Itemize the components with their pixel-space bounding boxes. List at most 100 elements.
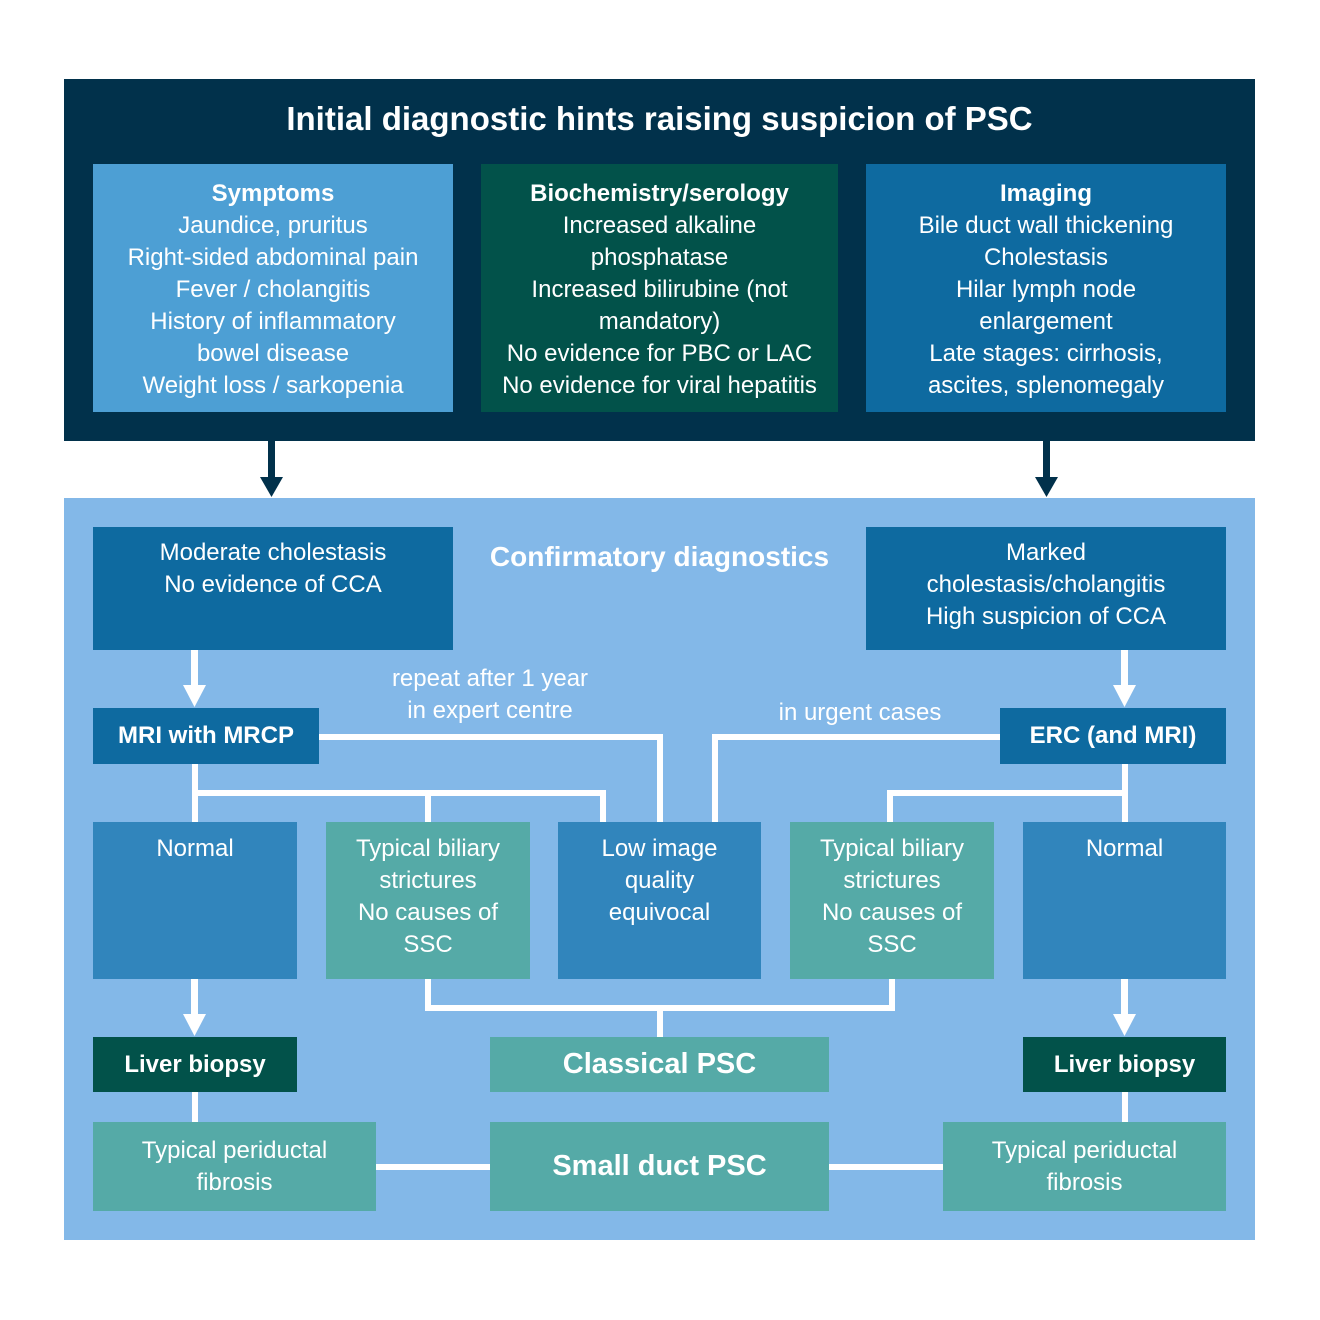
result-line: equivocal — [608, 899, 711, 926]
fibrosis-line: fibrosis — [1046, 1168, 1123, 1196]
arrow-head-mri — [183, 685, 206, 707]
arrow-head-erc — [1113, 685, 1136, 707]
symptom-item: Weight loss / sarkopenia — [142, 372, 404, 399]
connector-normal-left-biopsy — [191, 979, 198, 1015]
result-line: SSC — [403, 931, 453, 958]
repeat-label-line: repeat after 1 year — [391, 665, 589, 692]
result-line: Normal — [156, 835, 234, 862]
connector-erc-branch-h — [887, 790, 1128, 796]
imaging-item: enlargement — [979, 308, 1113, 335]
biochemistry-item: No evidence for viral hepatitis — [502, 372, 817, 399]
imaging-item: Bile duct wall thickening — [918, 212, 1174, 239]
result-line: No causes of — [357, 899, 499, 926]
biochemistry-item: Increased bilirubine (not — [531, 276, 788, 303]
urgent-label: in urgent cases — [778, 699, 942, 726]
result-line: Typical biliary — [355, 835, 501, 862]
erc-typical-strictures-result: Typical biliary strictures No causes of … — [790, 822, 994, 979]
connector-biopsy-fibrosis-right — [1122, 1092, 1128, 1122]
mri-normal-result: Normal — [93, 822, 297, 979]
classical-psc-label: Classical PSC — [562, 1048, 757, 1080]
connector-mri-branch-h — [192, 790, 606, 796]
imaging-item: ascites, splenomegaly — [927, 372, 1165, 399]
erc-mri-box: ERC (and MRI) — [1000, 708, 1226, 764]
result-line: Low image — [601, 835, 718, 862]
moderate-cholestasis-box: Moderate cholestasis No evidence of CCA — [93, 527, 453, 650]
result-line: strictures — [379, 867, 477, 894]
repeat-label: repeat after 1 year in expert centre — [330, 663, 650, 727]
mri-typical-strictures-result: Typical biliary strictures No causes of … — [326, 822, 530, 979]
connector-moderate-mri — [191, 650, 198, 686]
repeat-label-line: in expert centre — [407, 697, 573, 724]
fibrosis-line: Typical periductal — [991, 1136, 1178, 1164]
arrow-shaft — [268, 441, 275, 479]
imaging-item: Hilar lymph node — [955, 276, 1137, 303]
result-line: strictures — [843, 867, 941, 894]
small-duct-psc-label: Small duct PSC — [552, 1150, 767, 1182]
biochemistry-item: phosphatase — [590, 244, 729, 271]
periductal-fibrosis-right: Typical periductal fibrosis — [943, 1122, 1226, 1211]
imaging-card: Imaging Bile duct wall thickening Choles… — [866, 164, 1226, 412]
connector-classical-v — [657, 1005, 663, 1037]
erc-normal-result: Normal — [1023, 822, 1226, 979]
symptom-item: bowel disease — [196, 340, 350, 367]
initial-hints-title: Initial diagnostic hints raising suspici… — [286, 100, 1033, 137]
result-line: Normal — [1085, 835, 1164, 862]
arrow-top-right — [1035, 441, 1058, 497]
connector-typical-left-down — [425, 979, 431, 1011]
classical-psc-box: Classical PSC — [490, 1037, 829, 1092]
fibrosis-line: Typical periductal — [141, 1136, 328, 1164]
imaging-heading: Imaging — [999, 180, 1092, 207]
symptom-item: History of inflammatory — [150, 308, 396, 335]
biopsy-label: Liver biopsy — [124, 1050, 266, 1078]
connector-marked-erc — [1121, 650, 1128, 686]
symptom-item: Right-sided abdominal pain — [127, 244, 419, 271]
biopsy-label: Liver biopsy — [1053, 1050, 1196, 1078]
result-line: Typical biliary — [819, 835, 965, 862]
confirmatory-title: Confirmatory diagnostics — [489, 541, 830, 572]
connector-biopsy-fibrosis-left — [192, 1092, 198, 1122]
result-line: quality — [624, 867, 695, 894]
periductal-fibrosis-left: Typical periductal fibrosis — [93, 1122, 376, 1211]
arrow-head-biopsy-left — [183, 1014, 206, 1036]
marked-cholestasis-box: Marked cholestasis/cholangitis High susp… — [866, 527, 1226, 650]
connector-typical-right-down — [889, 979, 895, 1011]
arrow-head — [1035, 477, 1058, 497]
connector-erc-typical — [887, 790, 893, 822]
arrow-top-left — [260, 441, 283, 497]
connector-erc-urgent-h — [712, 734, 1000, 740]
entry-line: Moderate cholestasis — [159, 539, 387, 566]
biochemistry-heading: Biochemistry/serology — [530, 180, 789, 207]
biochemistry-item: No evidence for PBC or LAC — [506, 340, 813, 367]
small-duct-psc-box: Small duct PSC — [490, 1122, 829, 1211]
connector-mri-typical — [425, 790, 431, 822]
entry-line: No evidence of CCA — [164, 571, 382, 598]
arrow-head-biopsy-right — [1113, 1014, 1136, 1036]
biochemistry-item: mandatory) — [598, 308, 721, 335]
connector-fibrosis-left-smallduct — [376, 1164, 490, 1170]
biochemistry-item: Increased alkaline — [562, 212, 757, 239]
procedure-label: MRI with MRCP — [118, 722, 294, 749]
connector-mri-repeat-v — [657, 734, 663, 822]
mri-mrcp-box: MRI with MRCP — [93, 708, 319, 764]
entry-line: High suspicion of CCA — [925, 603, 1167, 630]
fibrosis-line: fibrosis — [196, 1168, 273, 1196]
symptom-item: Fever / cholangitis — [175, 276, 371, 303]
procedure-label: ERC (and MRI) — [1029, 722, 1197, 749]
connector-mri-low — [600, 790, 606, 822]
symptoms-card: Symptoms Jaundice, pruritus Right-sided … — [93, 164, 453, 412]
entry-line: cholestasis/cholangitis — [926, 571, 1166, 598]
liver-biopsy-left: Liver biopsy — [93, 1037, 297, 1092]
entry-line: Marked — [1005, 539, 1087, 566]
result-line: No causes of — [821, 899, 963, 926]
imaging-item: Cholestasis — [983, 244, 1109, 271]
connector-smallduct-fibrosis-right — [829, 1164, 943, 1170]
connector-normal-right-biopsy — [1121, 979, 1128, 1015]
symptom-item: Jaundice, pruritus — [178, 212, 368, 239]
connector-erc-urgent-v — [712, 734, 718, 822]
result-line: SSC — [867, 931, 917, 958]
symptoms-heading: Symptoms — [211, 180, 335, 207]
biochemistry-card: Biochemistry/serology Increased alkaline… — [481, 164, 838, 412]
low-image-quality-result: Low image quality equivocal — [558, 822, 761, 979]
imaging-item: Late stages: cirrhosis, — [929, 340, 1163, 367]
